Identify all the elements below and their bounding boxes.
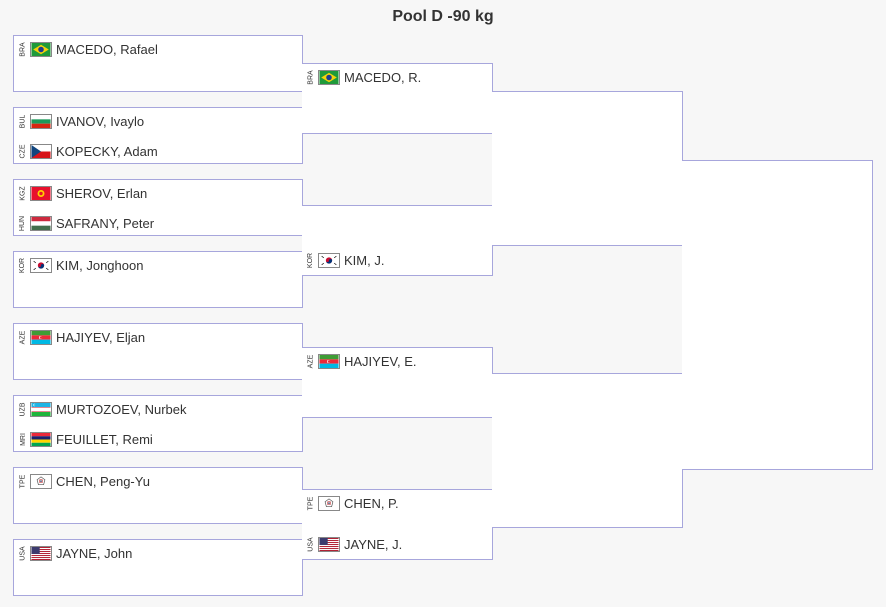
match-box: USA JAYNE, John bbox=[13, 539, 303, 596]
competitor-name[interactable]: JAYNE, J. bbox=[344, 536, 403, 552]
country-code-label: USA bbox=[19, 545, 27, 561]
country-code: TPE bbox=[16, 474, 30, 488]
competitor-name[interactable]: CHEN, Peng-Yu bbox=[56, 473, 150, 489]
country-code-label: BUL bbox=[19, 114, 27, 128]
bracket-slot: KOR KIM, J. bbox=[302, 205, 493, 276]
flag-azerbaijan-icon bbox=[30, 329, 52, 345]
competitor-entry[interactable]: BUL IVANOV, Ivaylo bbox=[14, 106, 144, 136]
country-code-label: MRI bbox=[19, 432, 27, 446]
competitor-name[interactable]: KIM, J. bbox=[344, 252, 385, 268]
competitor-entry[interactable]: TPE CHEN, Peng-Yu bbox=[14, 466, 150, 496]
competitor-name[interactable]: JAYNE, John bbox=[56, 545, 133, 561]
flag-hungary-icon bbox=[30, 215, 52, 231]
competitor-entry[interactable]: USA JAYNE, John bbox=[14, 538, 132, 568]
match-box: TPE CHEN, Peng-Yu bbox=[13, 467, 303, 524]
competitor-entry[interactable]: AZE HAJIYEV, Eljan bbox=[14, 322, 145, 352]
competitor-name[interactable]: KIM, Jonghoon bbox=[56, 257, 144, 273]
country-code-label: TPE bbox=[19, 474, 27, 488]
flag-mauritius-icon bbox=[30, 431, 52, 447]
competitor-entry[interactable]: AZE HAJIYEV, E. bbox=[302, 346, 417, 376]
country-code: BRA bbox=[16, 42, 30, 56]
country-code-label: AZE bbox=[19, 330, 27, 344]
competitor-entry[interactable]: HUN SAFRANY, Peter bbox=[14, 208, 155, 238]
match-box: KOR KIM, Jonghoon bbox=[13, 251, 303, 308]
flag-czech-icon bbox=[30, 143, 52, 159]
competitor-name[interactable]: HAJIYEV, Eljan bbox=[56, 329, 146, 345]
competitor-entry[interactable]: TPE CHEN, P. bbox=[302, 488, 399, 518]
flag-bulgaria-icon bbox=[30, 113, 52, 129]
flag-chinese-taipei-icon bbox=[318, 495, 340, 511]
country-code: UZB bbox=[16, 402, 30, 416]
flag-korea-icon bbox=[318, 252, 340, 268]
flag-kyrgyzstan-icon bbox=[30, 185, 52, 201]
country-code: AZE bbox=[304, 354, 318, 368]
competitor-name[interactable]: CHEN, P. bbox=[344, 495, 399, 511]
bracket-slot: AZE HAJIYEV, E. bbox=[302, 347, 493, 418]
competitor-entry[interactable]: UZB MURTOZOEV, Nurbek bbox=[14, 394, 187, 424]
flag-azerbaijan-icon bbox=[318, 353, 340, 369]
flag-brazil-icon bbox=[318, 69, 340, 85]
competitor-entry[interactable]: BRA MACEDO, R. bbox=[302, 62, 421, 92]
country-code-label: UZB bbox=[19, 402, 27, 416]
competitor-name[interactable]: FEUILLET, Remi bbox=[56, 431, 153, 447]
flag-uzbekistan-icon bbox=[30, 401, 52, 417]
bracket-slot bbox=[492, 373, 683, 528]
competitor-name[interactable]: IVANOV, Ivaylo bbox=[56, 113, 145, 129]
country-code: USA bbox=[304, 537, 318, 551]
competitor-name[interactable]: SHEROV, Erlan bbox=[56, 185, 148, 201]
match-box: BRA MACEDO, Rafael bbox=[13, 35, 303, 92]
bracket-slot: BRA MACEDO, R. bbox=[302, 63, 493, 134]
competitor-name[interactable]: MURTOZOEV, Nurbek bbox=[56, 401, 187, 417]
competitor-entry[interactable]: KOR KIM, J. bbox=[302, 245, 385, 275]
match-box: AZE HAJIYEV, Eljan bbox=[13, 323, 303, 380]
flag-usa-icon bbox=[30, 545, 52, 561]
country-code-label: TPE bbox=[307, 496, 315, 510]
country-code: MRI bbox=[16, 432, 30, 446]
bracket-slot bbox=[492, 91, 683, 246]
competitor-name[interactable]: MACEDO, R. bbox=[344, 69, 422, 85]
country-code: TPE bbox=[304, 496, 318, 510]
flag-brazil-icon bbox=[30, 41, 52, 57]
country-code-label: KOR bbox=[19, 257, 27, 273]
country-code: BUL bbox=[16, 114, 30, 128]
country-code-label: USA bbox=[307, 536, 315, 552]
competitor-entry[interactable]: MRI FEUILLET, Remi bbox=[14, 424, 153, 454]
competitor-entry[interactable]: BRA MACEDO, Rafael bbox=[14, 34, 158, 64]
country-code: AZE bbox=[16, 330, 30, 344]
country-code: HUN bbox=[16, 215, 30, 230]
country-code-label: AZE bbox=[307, 354, 315, 368]
country-code: KGZ bbox=[16, 186, 30, 200]
competitor-name[interactable]: SAFRANY, Peter bbox=[56, 215, 155, 231]
country-code: USA bbox=[16, 546, 30, 560]
country-code-label: CZE bbox=[19, 144, 27, 158]
country-code-label: HUN bbox=[19, 215, 27, 231]
country-code-label: BRA bbox=[307, 69, 315, 85]
flag-usa-icon bbox=[318, 536, 340, 552]
flag-korea-icon bbox=[30, 257, 52, 273]
competitor-name[interactable]: KOPECKY, Adam bbox=[56, 143, 158, 159]
country-code-label: KOR bbox=[307, 252, 315, 268]
country-code-label: KGZ bbox=[19, 185, 27, 201]
bracket-slot: TPE CHEN, P. USA JAYNE, J. bbox=[302, 489, 493, 560]
competitor-entry[interactable]: USA JAYNE, J. bbox=[302, 529, 402, 559]
competitor-entry[interactable]: KOR KIM, Jonghoon bbox=[14, 250, 144, 280]
competitor-entry[interactable]: KGZ SHEROV, Erlan bbox=[14, 178, 147, 208]
country-code-label: BRA bbox=[19, 41, 27, 57]
flag-chinese-taipei-icon bbox=[30, 473, 52, 489]
country-code: KOR bbox=[16, 257, 30, 272]
pool-title: Pool D -90 kg bbox=[392, 8, 494, 25]
competitor-name[interactable]: HAJIYEV, E. bbox=[344, 353, 417, 369]
country-code: BRA bbox=[304, 70, 318, 84]
country-code: CZE bbox=[16, 144, 30, 158]
bracket-slot bbox=[682, 160, 873, 470]
country-code: KOR bbox=[304, 252, 318, 267]
competitor-entry[interactable]: CZE KOPECKY, Adam bbox=[14, 136, 158, 166]
competitor-name[interactable]: MACEDO, Rafael bbox=[56, 41, 158, 57]
